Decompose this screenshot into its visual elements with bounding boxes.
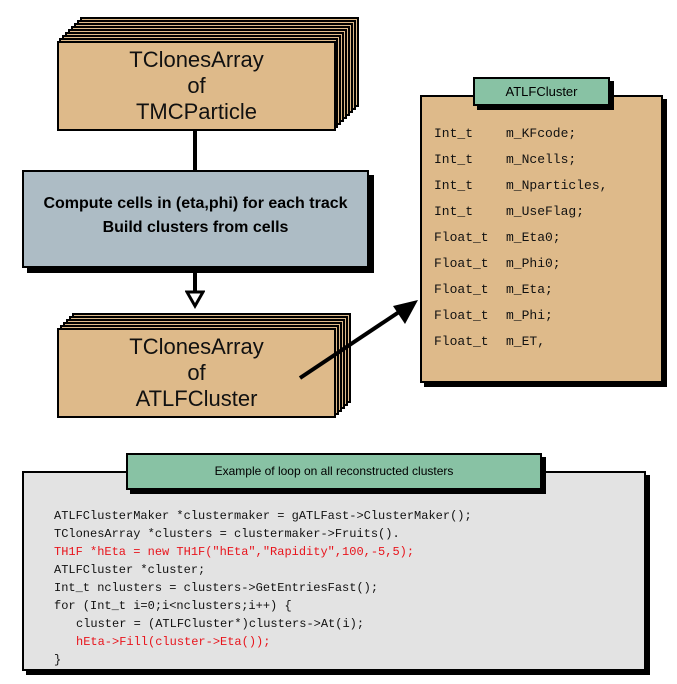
connector-line	[193, 131, 197, 171]
stack-layer	[71, 26, 350, 116]
field-name: m_Nparticles,	[506, 178, 608, 193]
field-type: Float_t	[434, 334, 489, 349]
field-name: m_Eta;	[506, 282, 553, 297]
struct-field: Int_t m_KFcode;	[434, 121, 576, 147]
arrow-to-struct-icon	[298, 300, 418, 380]
struct-field: Float_t m_Phi;	[434, 303, 553, 329]
stack-layer	[77, 20, 356, 110]
code-line: for (Int_t i=0;i<nclusters;i++) {	[54, 599, 292, 613]
stack-layer	[65, 32, 344, 122]
stack-layer	[80, 17, 359, 107]
field-name: m_Phi;	[506, 308, 553, 323]
process-box: Compute cells in (eta,phi) for each trac…	[22, 170, 369, 268]
field-name: m_Eta0;	[506, 230, 561, 245]
field-type: Int_t	[434, 152, 474, 167]
stack-line: of	[187, 73, 206, 98]
stack-layer	[59, 38, 338, 128]
connector-line	[193, 272, 197, 294]
struct-field: Float_t m_Eta;	[434, 277, 553, 303]
field-name: m_Phi0;	[506, 256, 561, 271]
stack-layer	[62, 35, 341, 125]
struct-field: Float_t m_Eta0;	[434, 225, 561, 251]
code-line-highlight: TH1F *hEta = new TH1F("hEta","Rapidity",…	[54, 545, 415, 559]
stack-layer	[68, 29, 347, 119]
code-example-box: ATLFClusterMaker *clustermaker = gATLFas…	[22, 471, 646, 671]
arrowhead-down-icon	[185, 290, 205, 310]
struct-field: Int_t m_Ncells;	[434, 147, 576, 173]
stack-layer	[74, 23, 353, 113]
field-name: m_Ncells;	[506, 152, 577, 167]
field-type: Float_t	[434, 230, 489, 245]
struct-fields: Int_t m_KFcode; Int_t m_Ncells; Int_t m_Npa…	[422, 97, 661, 381]
code-line: TClonesArray *clusters = clustermaker->F…	[54, 527, 400, 541]
struct-field: Int_t m_UseFlag;	[434, 199, 584, 225]
code-line: }	[54, 653, 62, 667]
struct-field: Float_t m_ET,	[434, 329, 545, 355]
struct-box: Int_t m_KFcode; Int_t m_Ncells; Int_t m_Npa…	[420, 95, 663, 383]
stack-line: TClonesArray	[129, 47, 264, 72]
code-line: ATLFClusterMaker *clustermaker = gATLFas…	[54, 509, 472, 523]
field-type: Int_t	[434, 204, 474, 219]
stack-line: TMCParticle	[135, 99, 257, 124]
struct-title: ATLFCluster	[473, 77, 610, 106]
field-type: Int_t	[434, 126, 474, 141]
field-type: Int_t	[434, 178, 474, 193]
struct-field: Int_t m_Nparticles,	[434, 173, 607, 199]
process-line: Build clusters from cells	[102, 219, 289, 236]
top-stack-front: TClonesArray of TMCParticle	[57, 41, 336, 131]
field-name: m_ET,	[506, 334, 546, 349]
field-name: m_UseFlag;	[506, 204, 585, 219]
code-line-highlight: hEta->Fill(cluster->Eta());	[76, 635, 271, 649]
field-type: Float_t	[434, 308, 489, 323]
code-line: ATLFCluster *cluster;	[54, 563, 206, 577]
struct-field: Float_t m_Phi0;	[434, 251, 561, 277]
field-type: Float_t	[434, 256, 489, 271]
code-example-title: Example of loop on all reconstructed clu…	[126, 453, 542, 490]
code-line: Int_t nclusters = clusters->GetEntriesFa…	[54, 581, 379, 595]
process-line: Compute cells in (eta,phi) for each trac…	[43, 195, 348, 212]
field-name: m_KFcode;	[506, 126, 577, 141]
code-line: cluster = (ATLFCluster*)clusters->At(i);	[76, 617, 365, 631]
field-type: Float_t	[434, 282, 489, 297]
